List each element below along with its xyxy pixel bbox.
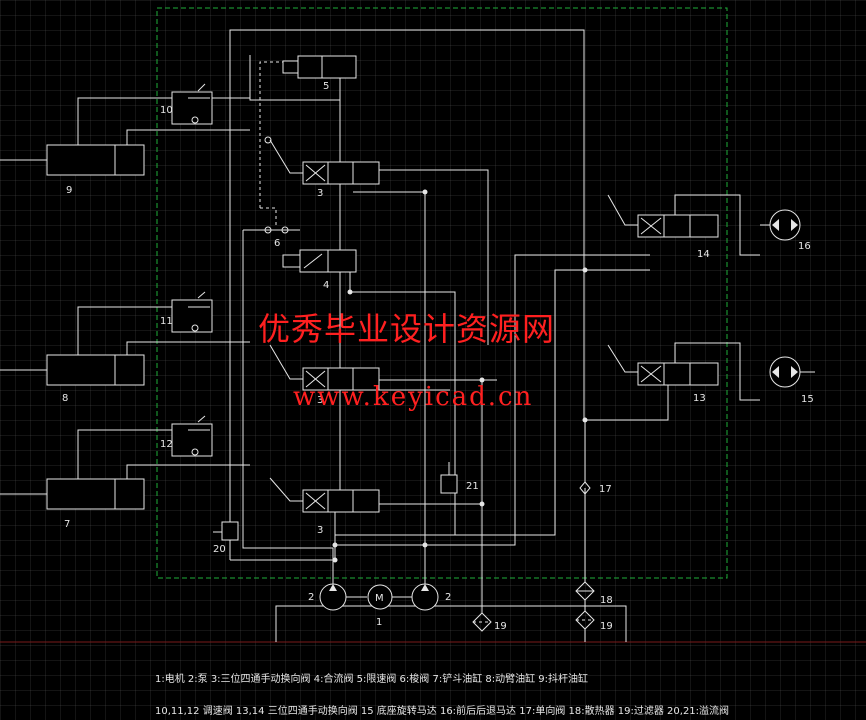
label-10: 10 xyxy=(160,105,173,116)
label-16: 16 xyxy=(798,241,811,252)
label-21: 21 xyxy=(466,481,479,492)
check-valve-17 xyxy=(579,420,591,495)
valve-4 xyxy=(282,249,357,292)
regulator-11 xyxy=(171,291,213,333)
regulator-12 xyxy=(171,415,213,457)
label-20: 20 xyxy=(213,544,226,555)
motor-15 xyxy=(769,356,815,388)
valve-13 xyxy=(585,342,760,421)
valve-3-bottom xyxy=(269,477,380,513)
motor-16 xyxy=(760,209,801,241)
pump-motor-group xyxy=(319,583,439,611)
label-2-left: 2 xyxy=(308,592,314,603)
valve-14 xyxy=(607,194,760,256)
label-4: 4 xyxy=(323,280,329,291)
label-17: 17 xyxy=(599,484,612,495)
label-19-left: 19 xyxy=(494,621,507,632)
legend-line-1: 1:电机 2:泵 3:三位四通手动换向阀 4:合流阀 5:限速阀 6:梭阀 7:… xyxy=(155,674,589,685)
tank-line xyxy=(275,605,627,642)
label-3-bottom: 3 xyxy=(317,525,323,536)
cylinder-7 xyxy=(0,429,250,510)
boundary-frame xyxy=(156,7,728,579)
cylinder-9 xyxy=(0,97,250,176)
label-7: 7 xyxy=(64,519,70,530)
relief-valve-20 xyxy=(213,521,239,541)
valve-3-top xyxy=(264,136,380,185)
label-15: 15 xyxy=(801,394,814,405)
cylinder-8 xyxy=(0,306,250,386)
motor-circle xyxy=(367,584,393,610)
shuttle-valve-6 xyxy=(243,226,300,234)
relief-valve-21 xyxy=(440,462,458,494)
junction-dots xyxy=(332,189,588,563)
label-14: 14 xyxy=(697,249,710,260)
label-9: 9 xyxy=(66,185,72,196)
motor-label: M xyxy=(375,593,384,604)
watermark-url: www.keyicad.cn xyxy=(293,382,534,412)
valve-5 xyxy=(282,55,357,100)
label-3-top: 3 xyxy=(317,188,323,199)
label-2-right: 2 xyxy=(445,592,451,603)
regulator-10 xyxy=(171,83,250,125)
label-1: 1 xyxy=(376,617,382,628)
label-8: 8 xyxy=(62,393,68,404)
label-13: 13 xyxy=(693,393,706,404)
label-6: 6 xyxy=(274,238,280,249)
label-5: 5 xyxy=(323,81,329,92)
label-3-mid: 3 xyxy=(317,395,323,406)
filters xyxy=(472,581,595,642)
label-19-right: 19 xyxy=(600,621,613,632)
valve-3-mid xyxy=(269,344,380,391)
label-18: 18 xyxy=(600,595,613,606)
watermark-title: 优秀毕业设计资源网 xyxy=(258,310,556,348)
label-12: 12 xyxy=(160,439,173,450)
label-11: 11 xyxy=(160,316,173,327)
legend-line-2: 10,11,12 调速阀 13,14 三位四通手动换向阀 15 底座旋转马达 1… xyxy=(155,706,730,717)
